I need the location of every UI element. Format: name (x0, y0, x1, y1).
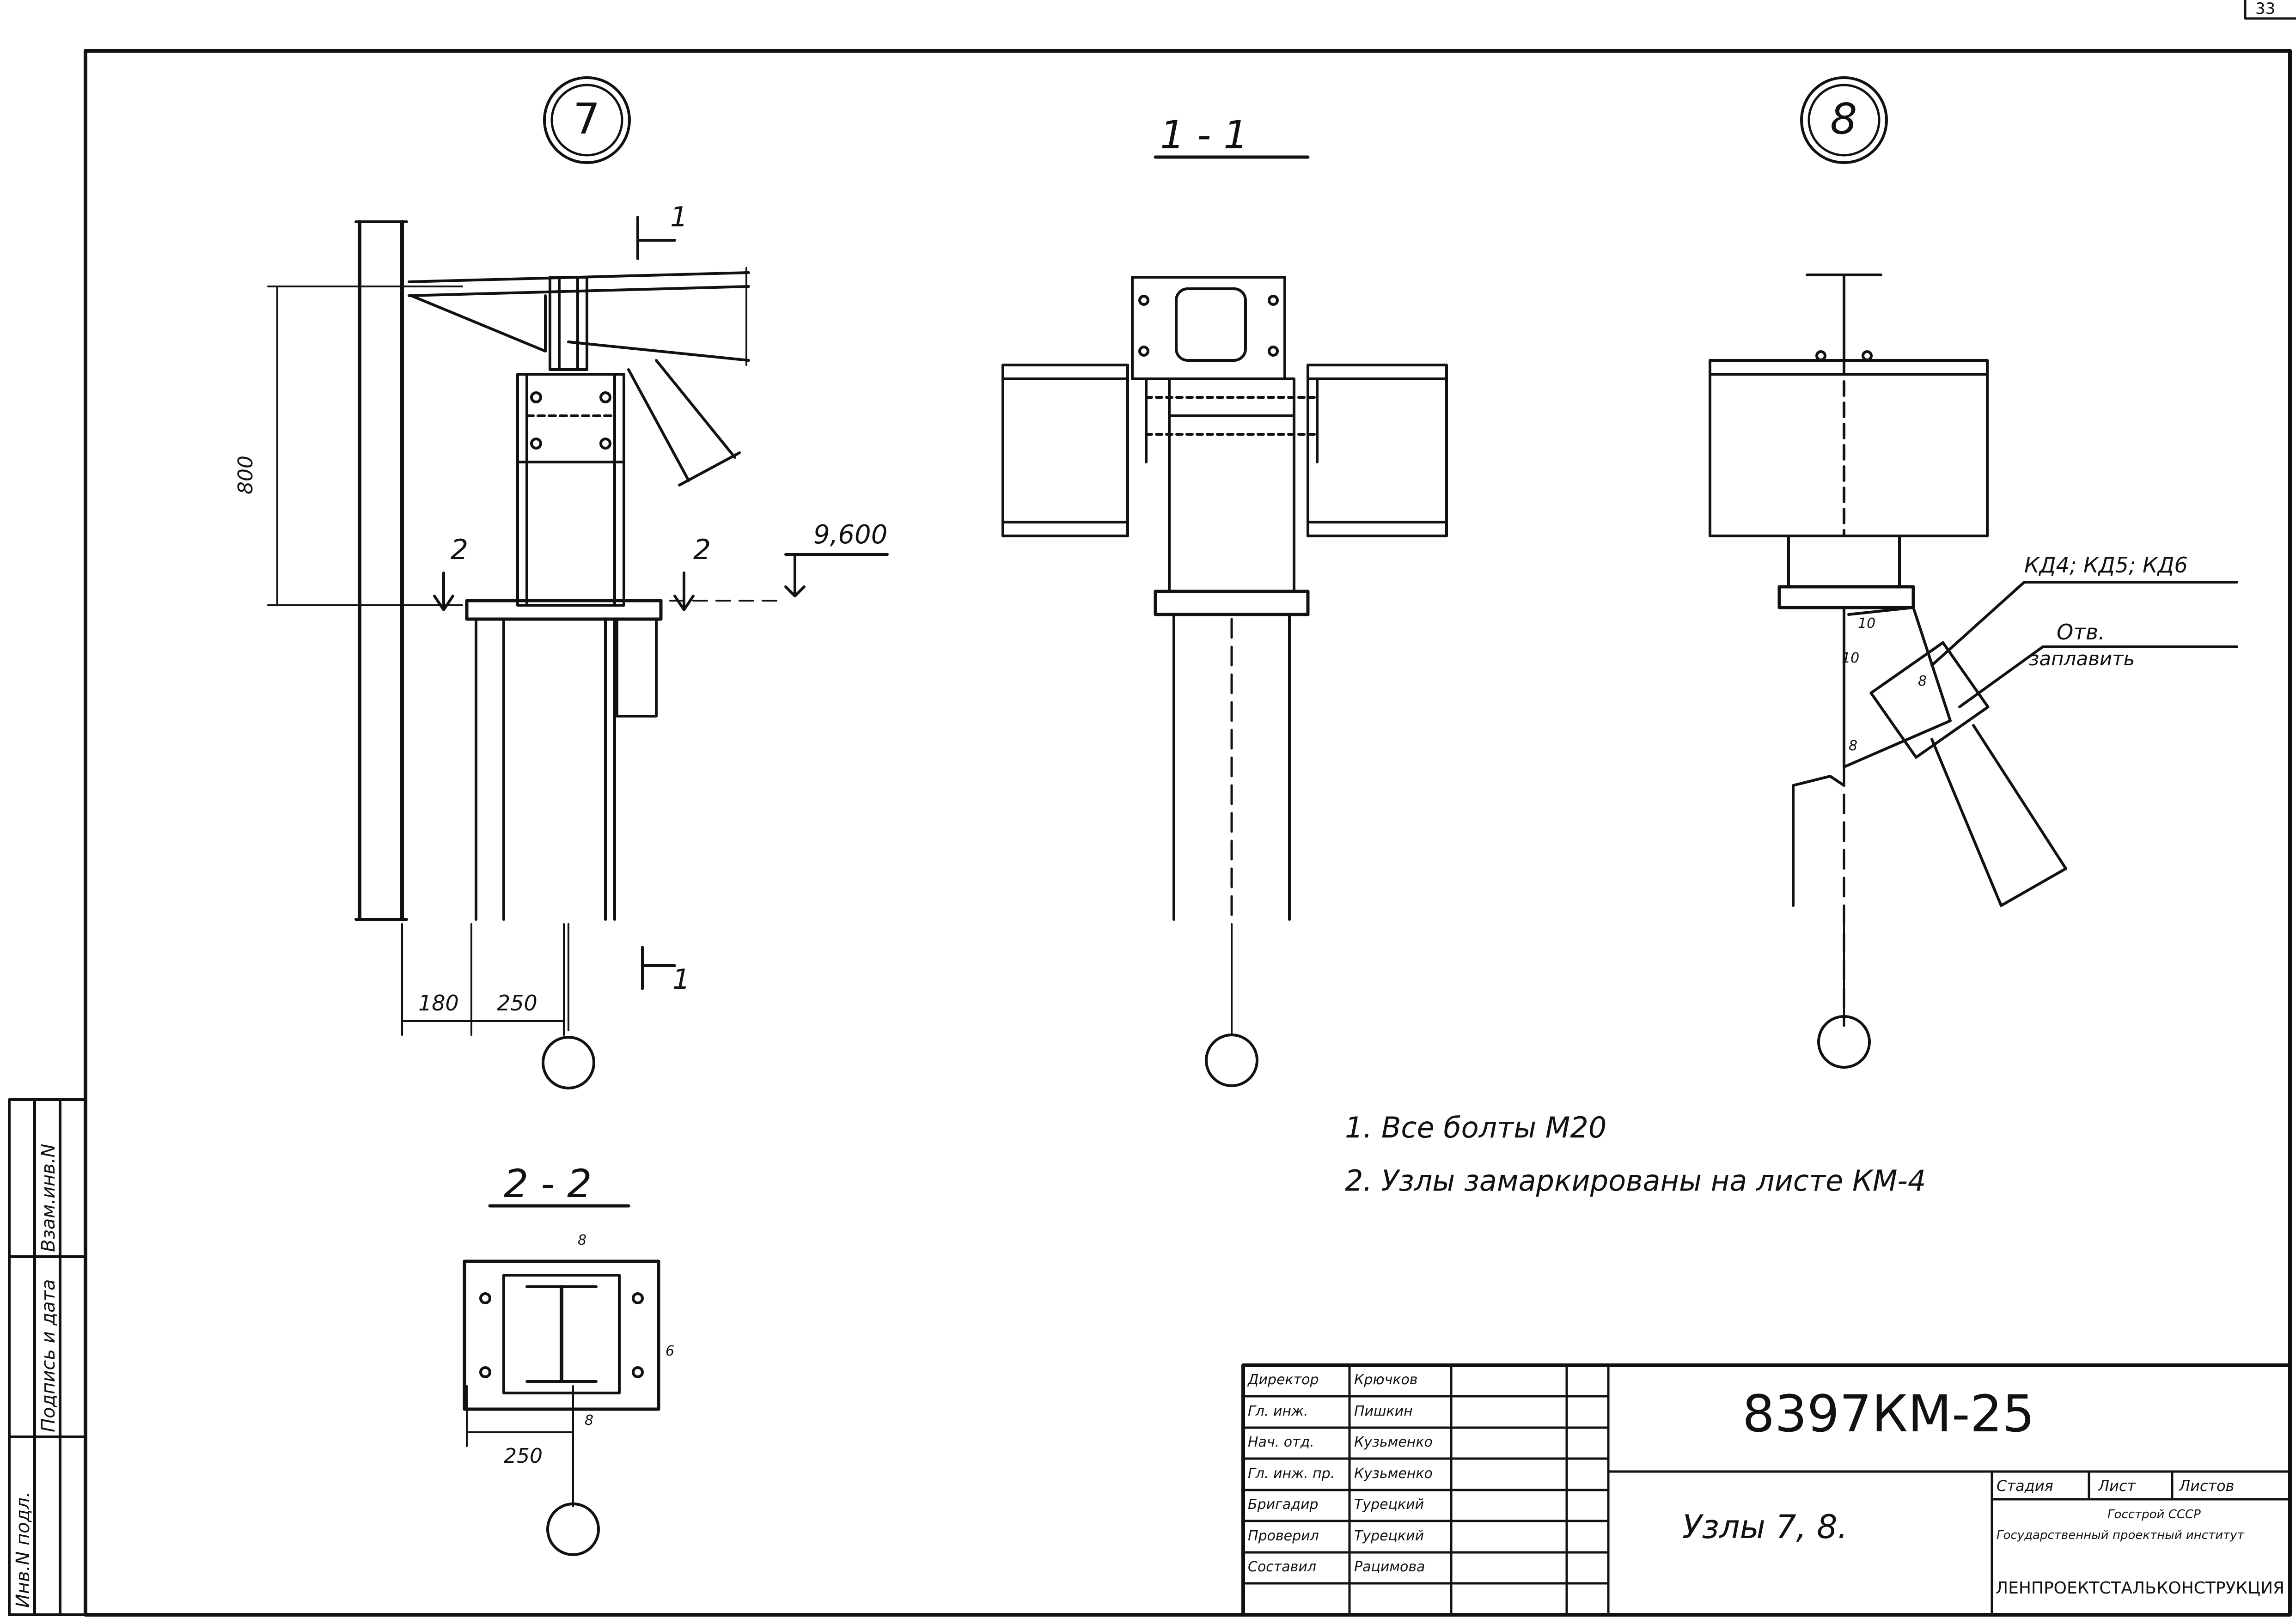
cut2-left-label: 2 (451, 534, 469, 566)
document-title: Узлы 7, 8. (1682, 1508, 1848, 1546)
stamp-signature-date: Подпись и дата (38, 1279, 59, 1432)
weld-size-10b: 10 (1842, 650, 1860, 666)
cut2-right-label: 2 (693, 534, 711, 566)
name-cell: Турецкий (1354, 1528, 1424, 1544)
node8-marker (1800, 76, 1888, 164)
name-cell: Турецкий (1354, 1496, 1424, 1513)
node7-number: 7 (573, 94, 600, 144)
section22-dim-250: 250 (504, 1444, 543, 1468)
dimension-180: 180 (418, 991, 459, 1016)
org-line3: ЛЕНПРОЕКТСТАЛЬКОНСТРУКЦИЯ (1996, 1579, 2285, 1598)
weld-size-8b: 8 (1849, 738, 1858, 754)
cut1-top-label: 1 (670, 201, 688, 233)
name-cell: Кузьменко (1354, 1434, 1433, 1450)
section22-weld-side: 6 (666, 1343, 675, 1359)
note-2: 2. Узлы замаркированы на листе КМ-4 (1345, 1164, 1926, 1198)
height-dimension: 800 (234, 456, 257, 494)
hole-note-line2: заплавить (2029, 647, 2135, 670)
role-cell: Гл. инж. пр. (1248, 1466, 1335, 1482)
page-number-box (2244, 0, 2296, 20)
role-cell: Директор (1248, 1372, 1319, 1388)
stamp-inv-number: Инв.N подл. (12, 1491, 34, 1608)
name-cell: Пишкин (1354, 1403, 1413, 1419)
page-number: 33 (2255, 0, 2276, 18)
weld-size-10: 10 (1858, 615, 1876, 632)
cut1-bottom-label: 1 (672, 963, 690, 996)
org-line1: Госстрой СССР (2107, 1508, 2201, 1521)
dimension-250: 250 (497, 991, 537, 1016)
section11-title: 1 - 1 (1160, 112, 1248, 158)
name-cell: Крючков (1354, 1372, 1418, 1388)
role-cell: Гл. инж. (1248, 1403, 1308, 1419)
document-code: 8397КМ-25 (1742, 1384, 2035, 1443)
stage-label: Стадия (1997, 1477, 2053, 1495)
note-1: 1. Все болты М20 (1345, 1111, 1607, 1144)
section11-drawing (1001, 155, 1448, 1087)
role-cell: Бригадир (1248, 1496, 1319, 1513)
title-block (1241, 1363, 2292, 1617)
role-cell: Составил (1248, 1559, 1317, 1575)
role-cell: Нач. отд. (1248, 1434, 1314, 1450)
hole-note-line1: Отв. (2057, 620, 2105, 645)
node7-marker (543, 76, 631, 164)
sheet-label: Лист (2098, 1477, 2136, 1495)
name-cell: Рацимова (1354, 1559, 1425, 1575)
section22-weld-top: 8 (578, 1232, 587, 1248)
elevation-label: 9,600 (813, 520, 888, 550)
name-cell: Кузьменко (1354, 1466, 1433, 1482)
node7-drawing (267, 76, 889, 1089)
section22-weld-bottom: 8 (585, 1412, 594, 1429)
weld-size-8a: 8 (1918, 673, 1927, 689)
role-cell: Проверил (1248, 1528, 1319, 1544)
org-line2: Государственный проектный институт (1997, 1528, 2244, 1542)
sheet-frame (84, 49, 2292, 1617)
node8-number: 8 (1830, 94, 1857, 144)
node8-drawing (1709, 76, 2238, 1069)
section22-title: 2 - 2 (504, 1161, 592, 1206)
section22-drawing (463, 1204, 660, 1556)
sheets-label: Листов (2179, 1477, 2235, 1495)
brace-marks-label: КД4; КД5; КД6 (2024, 553, 2188, 578)
side-stamp (8, 1098, 87, 1616)
stamp-replacement: Взам.инв.N (38, 1143, 59, 1252)
